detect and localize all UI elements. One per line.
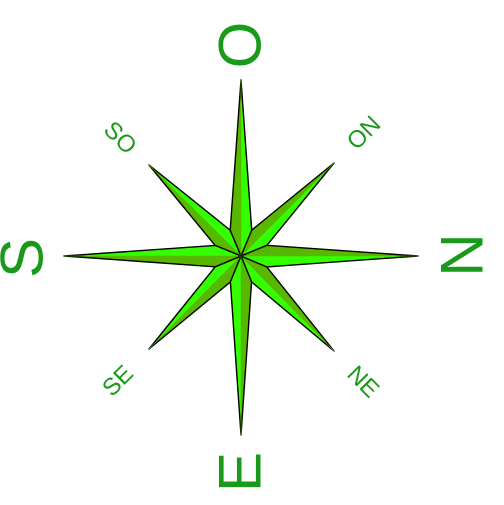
star-ray-rib (241, 256, 334, 351)
label-lower-left: SE (97, 360, 139, 402)
label-upper-right: ON (342, 111, 387, 156)
label-left: S (0, 238, 56, 278)
label-right: N (429, 233, 496, 276)
star-ray-rib (241, 163, 334, 256)
star-ray-rib (149, 165, 241, 256)
label-upper-left: SO (98, 116, 142, 160)
star-ray-rib (149, 256, 241, 349)
label-top: O (207, 22, 274, 69)
label-lower-right: NE (342, 361, 385, 404)
label-bottom: E (207, 452, 274, 492)
